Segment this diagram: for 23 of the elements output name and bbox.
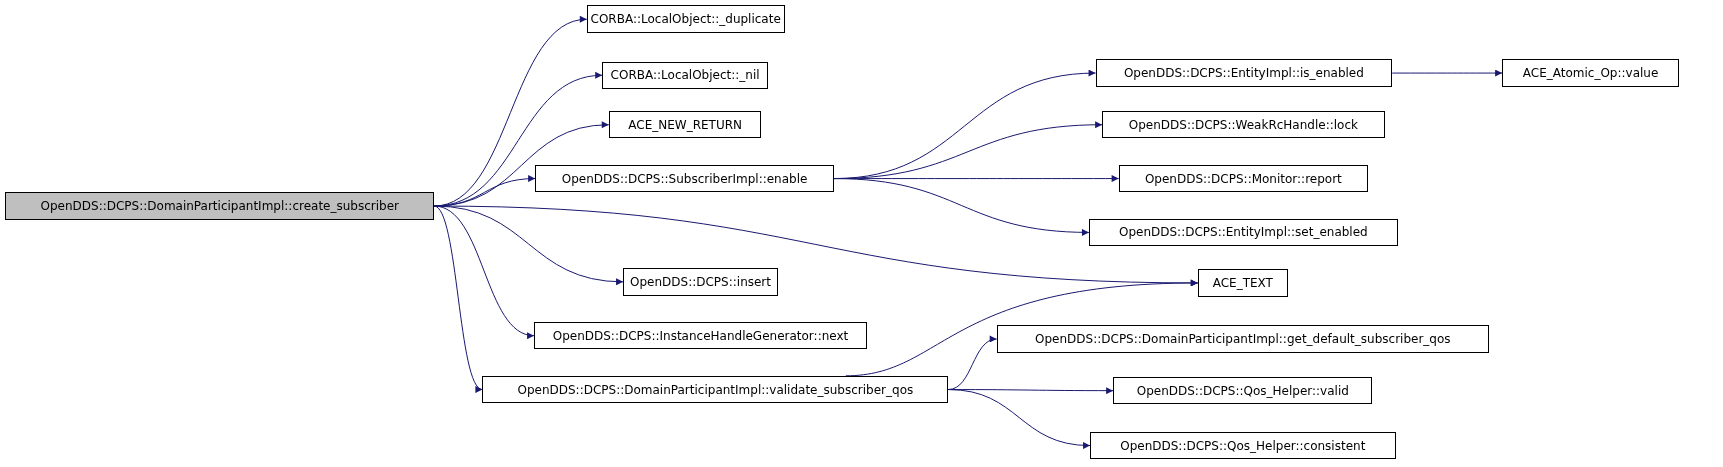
function-box: ACE_NEW_RETURN: [608, 110, 762, 139]
arrow: [833, 178, 1090, 236]
function-box: OpenDDS::DCPS::EntityImpl::set_enabled: [1088, 218, 1398, 247]
function-box: ACE_Atomic_Op::value: [1502, 59, 1680, 87]
highlighted-function-box: OpenDDS::DCPS::DomainParticipantImpl::create_subscriber: [5, 192, 435, 220]
arrow: [1391, 69, 1503, 77]
arrow: [433, 17, 588, 207]
function-box: OpenDDS::DCPS::DomainParticipantImpl::validate_subscriber_qos: [482, 375, 949, 404]
function-box: ACE_TEXT: [1197, 269, 1288, 297]
function-box: CORBA::LocalObject::_nil: [602, 61, 769, 89]
arrow: [433, 175, 536, 207]
function-box: OpenDDS::DCPS::InstanceHandleGenerator::next: [534, 321, 867, 350]
function-box: OpenDDS::DCPS::insert: [623, 268, 778, 296]
function-box: OpenDDS::DCPS::WeakRcHandle::lock: [1102, 110, 1385, 139]
arrow: [947, 389, 1091, 449]
function-box: OpenDDS::DCPS::Monitor::report: [1118, 164, 1369, 193]
function-box: OpenDDS::DCPS::DomainParticipantImpl::get_default_subscriber_qos: [996, 325, 1489, 353]
arrow: [433, 205, 483, 391]
function-box: OpenDDS::DCPS::Qos_Helper::consistent: [1090, 431, 1396, 460]
function-box: OpenDDS::DCPS::Qos_Helper::valid: [1113, 376, 1373, 405]
function-box: OpenDDS::DCPS::SubscriberImpl::enable: [535, 164, 834, 193]
function-box: CORBA::LocalObject::_duplicate: [586, 5, 785, 33]
function-box: OpenDDS::DCPS::EntityImpl::is_enabled: [1095, 59, 1393, 87]
